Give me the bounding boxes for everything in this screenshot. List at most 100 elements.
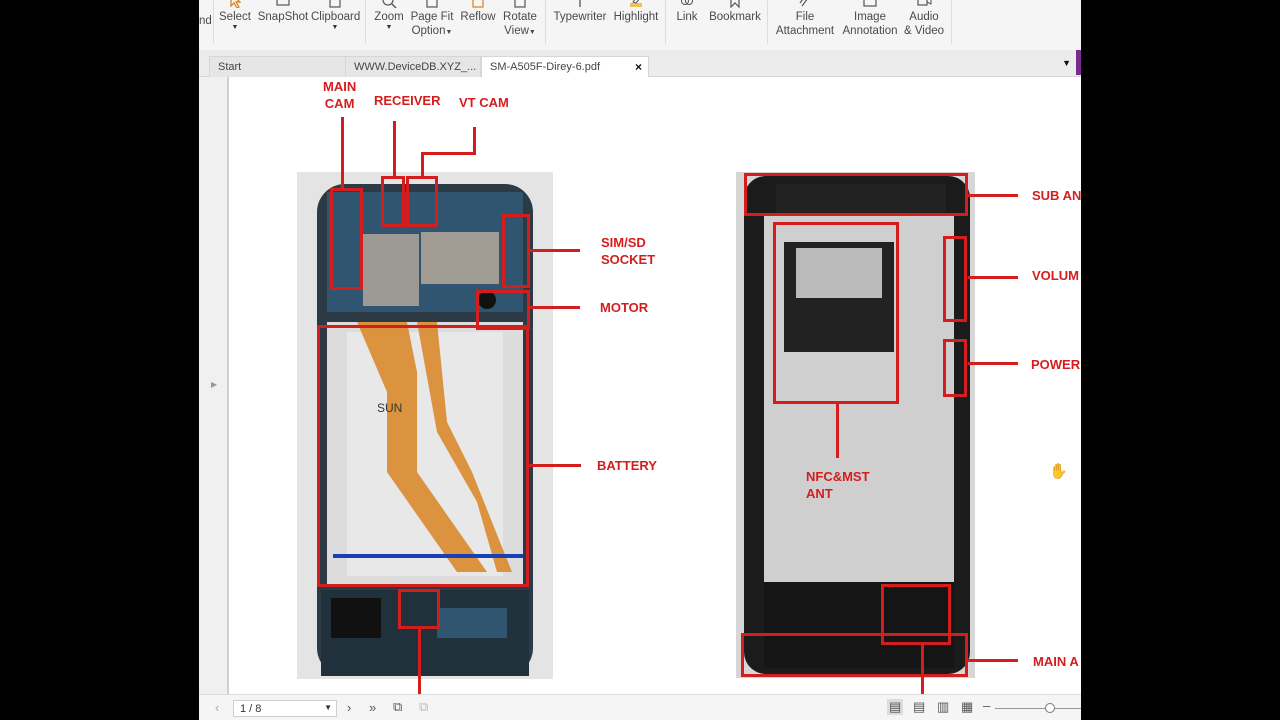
- motor-leader: [530, 306, 580, 309]
- hand-tool-button[interactable]: nd: [199, 14, 212, 28]
- motor-label: MOTOR: [600, 300, 649, 315]
- zoom-label: Zoom: [374, 11, 404, 23]
- connector-leader: [418, 629, 421, 694]
- facing-view-icon[interactable]: ▥: [937, 699, 950, 714]
- select-button[interactable]: Select ▼: [217, 0, 253, 32]
- chevron-down-icon: ▼: [445, 29, 453, 36]
- video-icon: [917, 0, 932, 6]
- clipboard-icon: [329, 0, 341, 8]
- copy-page-icon[interactable]: ⧉: [393, 699, 403, 714]
- continuous-facing-view-icon[interactable]: ▦: [961, 699, 974, 714]
- clipboard-button[interactable]: Clipboard ▼: [311, 0, 360, 32]
- tab-start[interactable]: Start: [209, 56, 349, 77]
- main-cam-label: MAIN CAM: [323, 79, 357, 111]
- image-annotation-button[interactable]: Image Annotation: [839, 0, 901, 38]
- reflow-icon: [472, 0, 484, 8]
- page-number-value: 1 / 8: [240, 703, 262, 715]
- tab-devicedb-label: WWW.DeviceDB.XYZ_...: [354, 61, 477, 73]
- single-page-view-icon[interactable]: ▤: [887, 699, 904, 715]
- vt-cam-leader-h: [421, 152, 475, 155]
- main-ant-leader: [968, 659, 1018, 662]
- tab-current-pdf[interactable]: SM-A505F-Direy-6.pdf ×: [481, 56, 649, 77]
- chevron-down-icon: ▼: [385, 24, 393, 31]
- link-button[interactable]: Link: [673, 0, 701, 24]
- vt-cam-leader-up: [473, 127, 476, 155]
- audio-video-button[interactable]: Audio & Video: [901, 0, 947, 38]
- highlight-button[interactable]: Highlight: [613, 0, 659, 24]
- chevron-down-icon[interactable]: ▼: [324, 703, 332, 712]
- vt-cam-box: [406, 176, 438, 227]
- camera-icon: [276, 0, 290, 6]
- vt-cam-leader-v: [421, 152, 424, 177]
- last-page-icon[interactable]: »: [369, 700, 377, 715]
- receiver-box: [381, 176, 405, 227]
- page-number-field[interactable]: 1 / 8 ▼: [233, 700, 337, 717]
- phone-back-illustration: [744, 176, 970, 674]
- image-annotation-label: Image Annotation: [842, 11, 898, 37]
- paste-page-icon[interactable]: ⧉: [419, 699, 429, 714]
- audio-video-label: Audio & Video: [903, 11, 945, 37]
- tab-start-label: Start: [218, 61, 242, 73]
- hand-cursor-icon: ✋: [1049, 463, 1068, 480]
- ribbon-toolbar: nd Select ▼ SnapShot Clipboard ▼ Zoom ▼ …: [199, 0, 1081, 50]
- prev-page-icon[interactable]: ‹: [215, 700, 220, 715]
- main-ant-down-leader: [921, 645, 924, 694]
- zoom-slider-handle[interactable]: [1045, 703, 1055, 713]
- main-ant-inner-box: [881, 584, 951, 645]
- sim-socket-box: [502, 214, 530, 288]
- phone-front-illustration: SUN: [317, 184, 533, 676]
- battery-label: BATTERY: [597, 458, 657, 473]
- continuous-view-icon[interactable]: ▤: [913, 699, 926, 714]
- volume-box: [943, 236, 967, 322]
- hand-tool-label: nd: [199, 15, 212, 27]
- nfc-leader: [836, 404, 839, 458]
- nfc-box: [773, 222, 899, 404]
- bookmark-button[interactable]: Bookmark: [707, 0, 763, 24]
- typewriter-button[interactable]: Typewriter: [551, 0, 609, 24]
- bookmark-label: Bookmark: [709, 11, 761, 23]
- receiver-label: RECEIVER: [374, 93, 441, 108]
- link-label: Link: [676, 11, 698, 23]
- tab-devicedb[interactable]: WWW.DeviceDB.XYZ_...: [345, 56, 481, 77]
- snapshot-button[interactable]: SnapShot: [257, 0, 309, 24]
- chevron-down-icon: ▼: [231, 24, 239, 31]
- battery-box: [317, 325, 529, 587]
- tab-list-dropdown-icon[interactable]: ▼: [1062, 58, 1071, 68]
- receiver-leader: [393, 121, 396, 177]
- zoom-slider[interactable]: [995, 708, 1081, 709]
- status-bar: ‹ 1 / 8 ▼ › » ⧉ ⧉ ▤ ▤ ▥ ▦ –: [199, 694, 1081, 720]
- main-ant-label: MAIN A: [1033, 654, 1079, 669]
- page-fit-button[interactable]: Page Fit Option▼: [409, 0, 455, 40]
- zoom-button[interactable]: Zoom ▼: [371, 0, 407, 32]
- power-box: [943, 339, 967, 397]
- highlight-label: Highlight: [613, 11, 659, 23]
- reflow-label: Reflow: [460, 11, 496, 23]
- main-cam-box: [330, 188, 363, 290]
- phone-back-photo: [736, 172, 975, 678]
- close-icon[interactable]: ×: [634, 60, 642, 74]
- sim-sd-socket-label: SIM/SD SOCKET: [601, 235, 656, 267]
- main-ant-box: [741, 633, 968, 677]
- zoom-out-icon[interactable]: –: [983, 698, 991, 713]
- file-attachment-button[interactable]: File Attachment: [773, 0, 837, 38]
- rotate-view-button[interactable]: Rotate View▼: [499, 0, 541, 40]
- next-page-icon[interactable]: ›: [347, 700, 352, 715]
- separator: [951, 0, 952, 44]
- reflow-button[interactable]: Reflow: [459, 0, 497, 24]
- highlight-icon: [630, 0, 642, 7]
- page-fit-icon: [426, 0, 438, 8]
- main-cam-leader: [341, 117, 344, 189]
- sub-ant-leader: [968, 194, 1018, 197]
- expand-panel-icon[interactable]: ▶: [211, 380, 218, 389]
- bookmark-icon: [730, 0, 740, 8]
- zoom-icon: [382, 0, 397, 8]
- pdf-reader-window: nd Select ▼ SnapShot Clipboard ▼ Zoom ▼ …: [199, 0, 1081, 720]
- phone-front-photo: SUN: [297, 172, 553, 679]
- volume-leader: [968, 276, 1018, 279]
- page-fit-label: Page Fit Option: [410, 11, 454, 37]
- document-viewport[interactable]: ▶ SUN: [199, 77, 1081, 694]
- typewriter-label: Typewriter: [553, 11, 607, 23]
- motor-box: [476, 290, 530, 330]
- paperclip-icon: [799, 0, 808, 7]
- navigation-panel-collapsed[interactable]: ▶: [199, 77, 229, 694]
